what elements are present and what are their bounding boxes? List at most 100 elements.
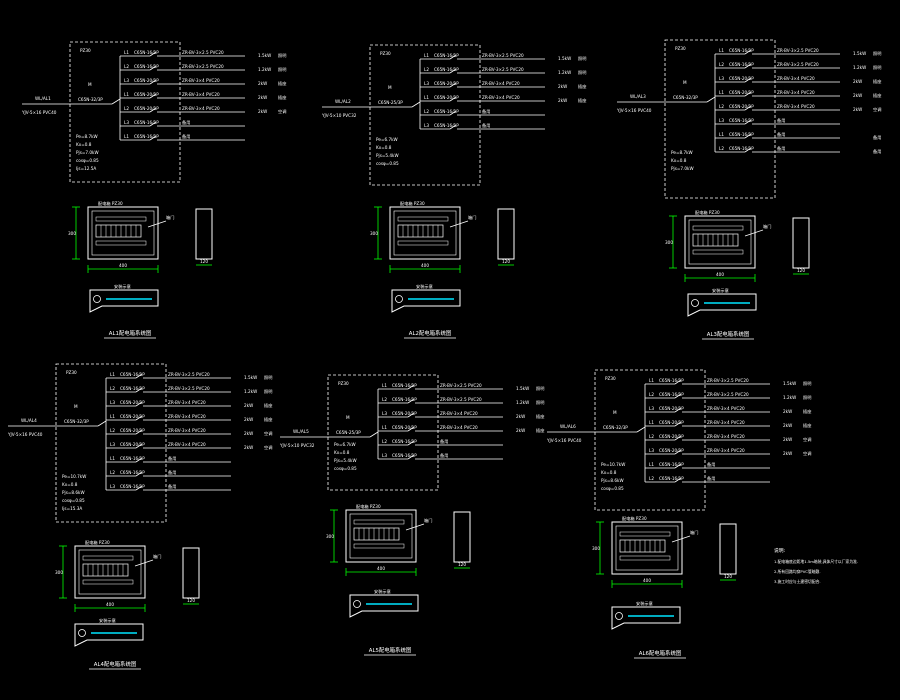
main-breaker-label: C65N-25/3P — [336, 430, 361, 435]
incoming-label: WL/AL5 — [293, 429, 309, 434]
circuit-breaker-label: C65N-16/1P — [729, 62, 754, 67]
circuit-cable-label: ZR-BV-3×2.5 PVC20 — [707, 392, 749, 397]
circuit-breaker-label: C65N-20/1P — [120, 400, 145, 405]
main-breaker-tag: M — [388, 85, 392, 90]
circuit-breaker-label: C65N-20/1P — [134, 106, 159, 111]
circuit-breaker-label: C65N-20/1P — [729, 104, 754, 109]
enclosure-breaker-row — [353, 527, 400, 541]
circuit-breaker-symbol — [744, 91, 752, 97]
circuit-breaker-symbol — [149, 107, 157, 113]
width-dimension-label: 400 — [106, 602, 114, 607]
circuit-use: 空调 — [264, 444, 272, 451]
enclosure-rail-bottom — [397, 240, 449, 246]
circuit-breaker-label: C65N-16/1P — [134, 120, 159, 125]
circuit-breaker-label: C65N-20/1P — [434, 95, 459, 100]
circuit-breaker-label: C65N-16/1P — [134, 50, 159, 55]
circuit-use: 插座 — [803, 422, 811, 429]
section-conduit-circle — [93, 295, 101, 303]
notes-line: 3.施工时应与土建密切配合. — [774, 579, 821, 584]
enclosure-rail-bottom — [692, 249, 744, 255]
circuit-breaker-symbol — [744, 133, 752, 139]
circuit-load: 1.2kW — [558, 70, 571, 75]
circuit-cable-label: 备用 — [777, 131, 785, 138]
enclosure-outer — [684, 215, 756, 269]
height-dimension-label: 300 — [55, 570, 63, 575]
circuit-breaker-label: C65N-20/1P — [729, 76, 754, 81]
main-breaker-label: C65N-32/3P — [603, 425, 628, 430]
door-leader-line — [147, 220, 167, 228]
circuit-use: 插座 — [278, 80, 286, 87]
circuit-breaker-label: C65N-16/1P — [659, 476, 684, 481]
circuit-breaker-symbol — [449, 96, 457, 102]
panel-meta-line: Kx=0.8 — [671, 158, 687, 163]
width-dimension-label: 400 — [643, 578, 651, 583]
enclosure-rail-top — [95, 216, 147, 222]
circuit-breaker-symbol — [149, 51, 157, 57]
circuit-phase: L2 — [382, 397, 387, 402]
circuit-breaker-symbol — [674, 393, 682, 399]
enclosure-inner — [78, 549, 142, 595]
circuit-cable-label: ZR-BV-3×4 PVC20 — [707, 420, 745, 425]
circuit-cable-label: 备用 — [440, 438, 448, 445]
enclosure-side-view — [453, 511, 471, 563]
circuit-breaker-label: C65N-16/1P — [134, 134, 159, 139]
circuit-load: 1.2kW — [853, 65, 866, 70]
circuit-phase: L2 — [382, 439, 387, 444]
door-label: 箱门 — [166, 214, 174, 221]
door-leader-line — [449, 220, 469, 228]
circuit-use: 空调 — [278, 108, 286, 115]
circuit-breaker-symbol — [135, 429, 143, 435]
circuit-load: 2kW — [244, 445, 253, 450]
install-section: 安装示意 — [349, 588, 419, 618]
circuit-phase: L3 — [649, 406, 654, 411]
circuit-phase: L2 — [719, 62, 724, 67]
circuit-phase: L1 — [124, 134, 129, 139]
section-outline — [89, 289, 159, 313]
circuit-use: 照明 — [536, 386, 544, 392]
panel-meta-line: cosφ=0.85 — [376, 161, 399, 166]
circuit-phase: L1 — [382, 383, 387, 388]
circuit-breaker-symbol — [135, 373, 143, 379]
section-outline — [349, 594, 419, 618]
circuit-use: 备用 — [873, 134, 881, 141]
incoming-label: WL/AL1 — [35, 96, 51, 101]
notes-line: 1.配电箱底边距地1.5m暗装,具体尺寸以厂家为准. — [774, 559, 858, 564]
incoming-label: WL/AL2 — [335, 99, 351, 104]
circuit-phase: L2 — [649, 434, 654, 439]
circuit-breaker-symbol — [449, 124, 457, 130]
circuit-breaker-label: C65N-16/1P — [729, 146, 754, 151]
panel-boundary — [327, 374, 439, 491]
section-outline — [687, 293, 757, 317]
door-label: 箱门 — [153, 553, 161, 560]
circuit-breaker-label: C65N-16/1P — [120, 484, 145, 489]
depth-dimension-label: 120 — [797, 268, 805, 273]
incoming-cable-label: YJV-5×10 PVC32 — [279, 443, 315, 448]
circuit-breaker-label: C65N-16/1P — [729, 118, 754, 123]
circuit-breaker-label: C65N-16/1P — [392, 383, 417, 388]
circuit-use: 插座 — [873, 78, 881, 85]
circuit-cable-label: 备用 — [777, 145, 785, 152]
circuit-cable-label: ZR-BV-3×2.5 PVC20 — [168, 372, 210, 377]
panel-meta-line: Pjs=8.6kW — [601, 478, 624, 483]
circuit-load: 2kW — [244, 431, 253, 436]
section-label: 安装示意 — [416, 283, 433, 290]
circuit-use: 插座 — [578, 97, 586, 104]
circuit-cable-label: ZR-BV-3×2.5 PVC20 — [440, 383, 482, 388]
circuit-cable-label: ZR-BV-3×4 PVC20 — [482, 95, 520, 100]
circuit-load: 2kW — [853, 107, 862, 112]
circuit-phase: L3 — [382, 453, 387, 458]
